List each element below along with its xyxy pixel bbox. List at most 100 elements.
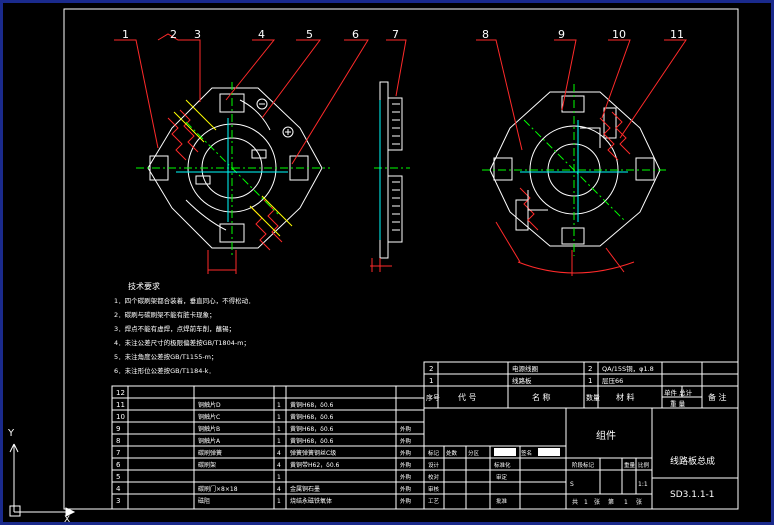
scale-value: 1:1 bbox=[638, 481, 648, 488]
bom-cell-material: 烧结永磁铁氧体 bbox=[290, 497, 332, 505]
ucs-axis-icon bbox=[9, 443, 76, 517]
sheet-info: 张 bbox=[636, 498, 642, 506]
sheet-info: 1 bbox=[624, 499, 628, 506]
sign-label: 审定 bbox=[496, 473, 508, 481]
bom-cell-name: 铜触片A bbox=[198, 437, 221, 445]
bom-cell-name: 磁阻 bbox=[198, 497, 210, 505]
sign-label: 分区 bbox=[468, 449, 480, 457]
component-label: 组件 bbox=[596, 429, 616, 442]
stage-header: 重量 bbox=[624, 461, 636, 469]
callout-4: 4 bbox=[258, 28, 265, 41]
callout-10: 10 bbox=[612, 28, 626, 41]
header-weight-sub: 重 量 bbox=[670, 400, 686, 408]
stage-header: 阶段标记 bbox=[572, 461, 595, 469]
stage-header: 比例 bbox=[638, 461, 650, 469]
note-line: 5．未注角度公差按GB/T1155-m； bbox=[114, 352, 218, 361]
sign-label: 签名 bbox=[521, 449, 532, 457]
bom-cell-material: 黄铜H68，δ0.6 bbox=[290, 401, 334, 409]
bom-main-table bbox=[111, 385, 425, 510]
sign-label: 校对 bbox=[428, 473, 440, 481]
note-line: 3．焊点不能有虚焊，点焊前车削，蘸锡； bbox=[114, 324, 235, 333]
callout-8: 8 bbox=[482, 28, 489, 41]
bom-cell-material: 黄铜H68，δ0.6 bbox=[290, 437, 334, 445]
sheet-info: 1 bbox=[584, 499, 588, 506]
bom-cell-qty: 1 bbox=[277, 426, 281, 433]
header-weight: 单件 总计 bbox=[664, 388, 693, 397]
right-brush-plate-view bbox=[482, 84, 668, 276]
bom-side-label: 外购 bbox=[400, 461, 412, 469]
axis-x-label: X bbox=[64, 515, 70, 525]
title-block-marks bbox=[494, 448, 560, 456]
bom-cell-no: 11 bbox=[116, 401, 125, 409]
header-material: 材 料 bbox=[616, 392, 635, 402]
drawing-number: SD3.1.1-1 bbox=[670, 490, 715, 500]
bom-cell-no: 5 bbox=[116, 473, 120, 481]
bom-cell-qty: 4 bbox=[277, 462, 281, 469]
bom-side-label: 外购 bbox=[400, 425, 412, 433]
axis-y-label: Y bbox=[7, 428, 15, 439]
bom-top-qty: 1 bbox=[588, 377, 592, 385]
sign-label: 工艺 bbox=[428, 498, 440, 505]
header-name: 名 称 bbox=[532, 392, 551, 402]
callout-3: 3 bbox=[194, 28, 201, 41]
callout-numbers: 1 2 3 4 5 6 7 8 9 10 11 bbox=[122, 28, 684, 41]
bom-cell-no: 7 bbox=[116, 449, 120, 457]
header-remark: 备 注 bbox=[708, 392, 727, 402]
sheet-info: 第 bbox=[608, 498, 614, 506]
bom-side-label: 外购 bbox=[400, 449, 412, 457]
title-block bbox=[423, 407, 739, 510]
bom-cell-name: 碳刷弹簧 bbox=[198, 449, 222, 457]
notes-title: 技术要求 bbox=[128, 281, 160, 291]
callout-5: 5 bbox=[306, 28, 313, 41]
callout-2: 2 bbox=[170, 28, 177, 41]
bom-cell-no: 12 bbox=[116, 389, 125, 397]
title-block-text: 标记 处数 分区 签名 设计 标准化 校对 审定 审核 工艺 批准 组件 阶段标… bbox=[428, 429, 715, 506]
bom-cell-qty: 1 bbox=[277, 438, 281, 445]
bom-top-text: 2 电源线圈 2 QA/15S铜，φ1.8 1 线路板 1 层压66 序号 代 … bbox=[426, 364, 727, 408]
bom-cell-material: 黄铜H68，δ0.6 bbox=[290, 425, 334, 433]
bom-cell-qty: 4 bbox=[277, 450, 281, 457]
callout-leaders bbox=[114, 33, 687, 165]
bom-cell-no: 3 bbox=[116, 497, 120, 505]
technical-notes: 技术要求 1．四个碳刷架都合装着，垂直同心，不得松动． 2．碳刷与碳刷架不能有脏… bbox=[114, 281, 255, 375]
stage-mark: S bbox=[570, 481, 574, 488]
bom-cell-material: 金属铜石墨 bbox=[290, 485, 320, 493]
bom-side-label: 外购 bbox=[400, 473, 412, 481]
bom-cell-no: 6 bbox=[116, 461, 121, 469]
drawing-name: 线路板总成 bbox=[670, 455, 715, 467]
bom-side-label: 外购 bbox=[400, 497, 412, 505]
sign-label: 审核 bbox=[428, 485, 440, 493]
bom-side-label: 外购 bbox=[400, 485, 412, 493]
bom-top-qty: 2 bbox=[588, 365, 592, 373]
side-section-view bbox=[370, 81, 410, 272]
note-line: 1．四个碳刷架都合装着，垂直同心，不得松动． bbox=[114, 296, 255, 305]
bom-cell-qty: 1 bbox=[277, 414, 281, 421]
bom-top-name: 电源线圈 bbox=[512, 364, 538, 373]
sign-label: 处数 bbox=[446, 449, 458, 457]
bom-top-no: 2 bbox=[429, 365, 433, 373]
header-no: 序号 bbox=[426, 393, 440, 402]
bom-cell-qty: 1 bbox=[277, 498, 281, 505]
bom-cell-qty: 1 bbox=[277, 402, 281, 409]
sheet-info: 张 bbox=[594, 498, 600, 506]
sheet-info: 共 bbox=[572, 498, 578, 506]
bom-side-label: 外购 bbox=[400, 437, 412, 445]
bom-cell-no: 9 bbox=[116, 425, 120, 433]
callout-6: 6 bbox=[352, 28, 359, 41]
callout-9: 9 bbox=[558, 28, 565, 41]
bom-cell-name: 铜触片D bbox=[198, 401, 221, 409]
sign-label: 批准 bbox=[496, 497, 508, 505]
bom-cell-no: 8 bbox=[116, 437, 120, 445]
bom-cell-name: 碳刷门×8×18 bbox=[198, 485, 238, 493]
callout-11: 11 bbox=[670, 28, 684, 41]
note-line: 2．碳刷与碳刷架不能有脏卡现象； bbox=[114, 310, 216, 319]
bom-cell-name: 碳刷架 bbox=[198, 461, 216, 469]
sign-label: 标准化 bbox=[494, 461, 511, 469]
header-qty: 数量 bbox=[586, 393, 600, 402]
sign-label: 标记 bbox=[428, 449, 440, 457]
left-brush-plate-view bbox=[136, 82, 330, 274]
header-code: 代 号 bbox=[458, 392, 477, 402]
callout-7: 7 bbox=[392, 28, 399, 41]
